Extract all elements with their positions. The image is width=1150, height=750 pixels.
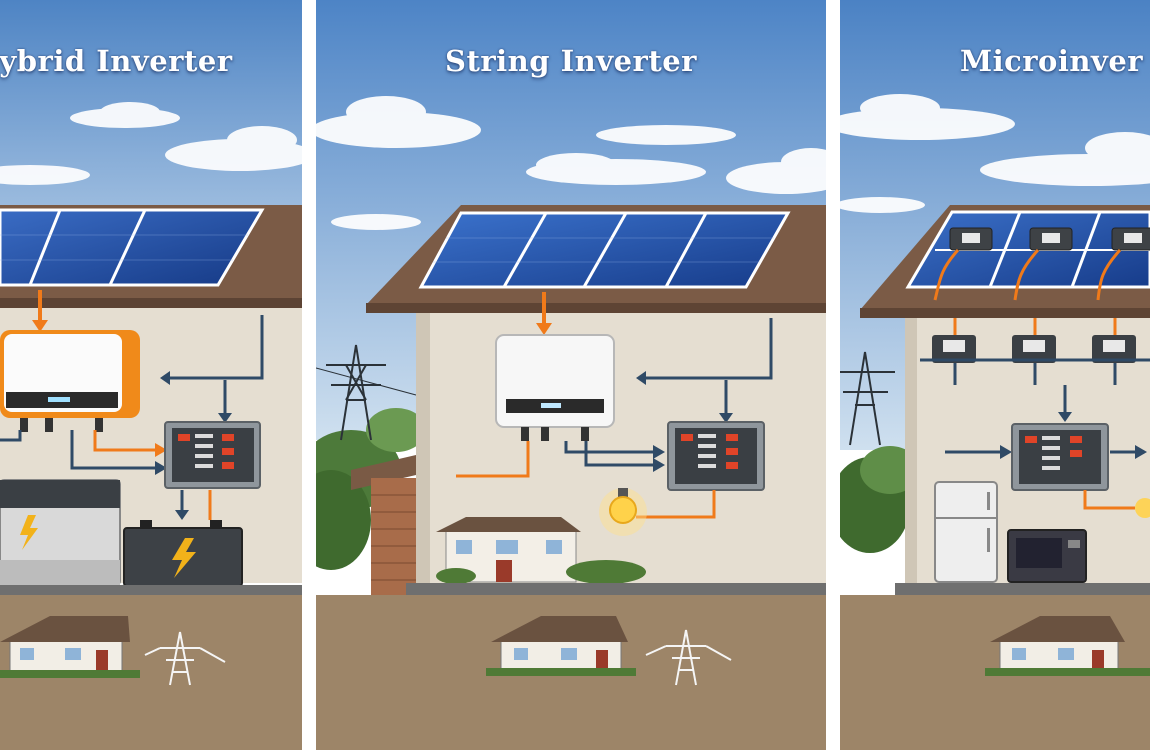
lightning-icon (20, 515, 38, 550)
panel-title: String Inverter (445, 44, 697, 78)
transmission-tower-icon (840, 351, 895, 446)
light-bulb-icon (1135, 498, 1150, 518)
microinverter-units-roof (949, 227, 1150, 251)
clouds (0, 102, 302, 185)
string-scene (316, 0, 826, 750)
light-bulb-icon (599, 488, 647, 536)
solar-panel-array (0, 208, 265, 287)
panel-title: Microinver (960, 44, 1144, 78)
panel-divider (826, 0, 840, 750)
transmission-tower-icon (316, 344, 417, 441)
power-pylon-icon (645, 629, 732, 686)
power-pylon-icon (144, 631, 226, 686)
micro-scene (840, 0, 1150, 750)
string-inverter-unit (495, 334, 615, 441)
panel-hybrid-inverter: ybrid Inverter (0, 0, 302, 750)
battery-storage-unit (0, 479, 121, 586)
house-icon (436, 517, 646, 584)
microinverter-units-wall (932, 335, 1136, 363)
battery-bank (123, 520, 243, 587)
brick-shed (351, 455, 416, 598)
solar-panel-array (418, 211, 791, 289)
microwave-icon (1007, 529, 1087, 583)
clouds (316, 96, 826, 230)
house-icon (486, 616, 636, 676)
panel-title: ybrid Inverter (0, 44, 233, 78)
panel-divider (302, 0, 316, 750)
hybrid-inverter-unit (0, 330, 140, 432)
electrical-panel (164, 421, 261, 489)
hybrid-scene (0, 0, 302, 750)
lightning-icon (172, 538, 196, 578)
house-icon (985, 616, 1150, 676)
refrigerator-icon (934, 481, 998, 583)
panel-microinverter: Microinver (840, 0, 1150, 750)
electrical-panel (1011, 423, 1109, 491)
clouds (840, 94, 1150, 213)
house-icon (0, 616, 140, 678)
panel-string-inverter: String Inverter (316, 0, 826, 750)
electrical-panel (667, 421, 765, 491)
